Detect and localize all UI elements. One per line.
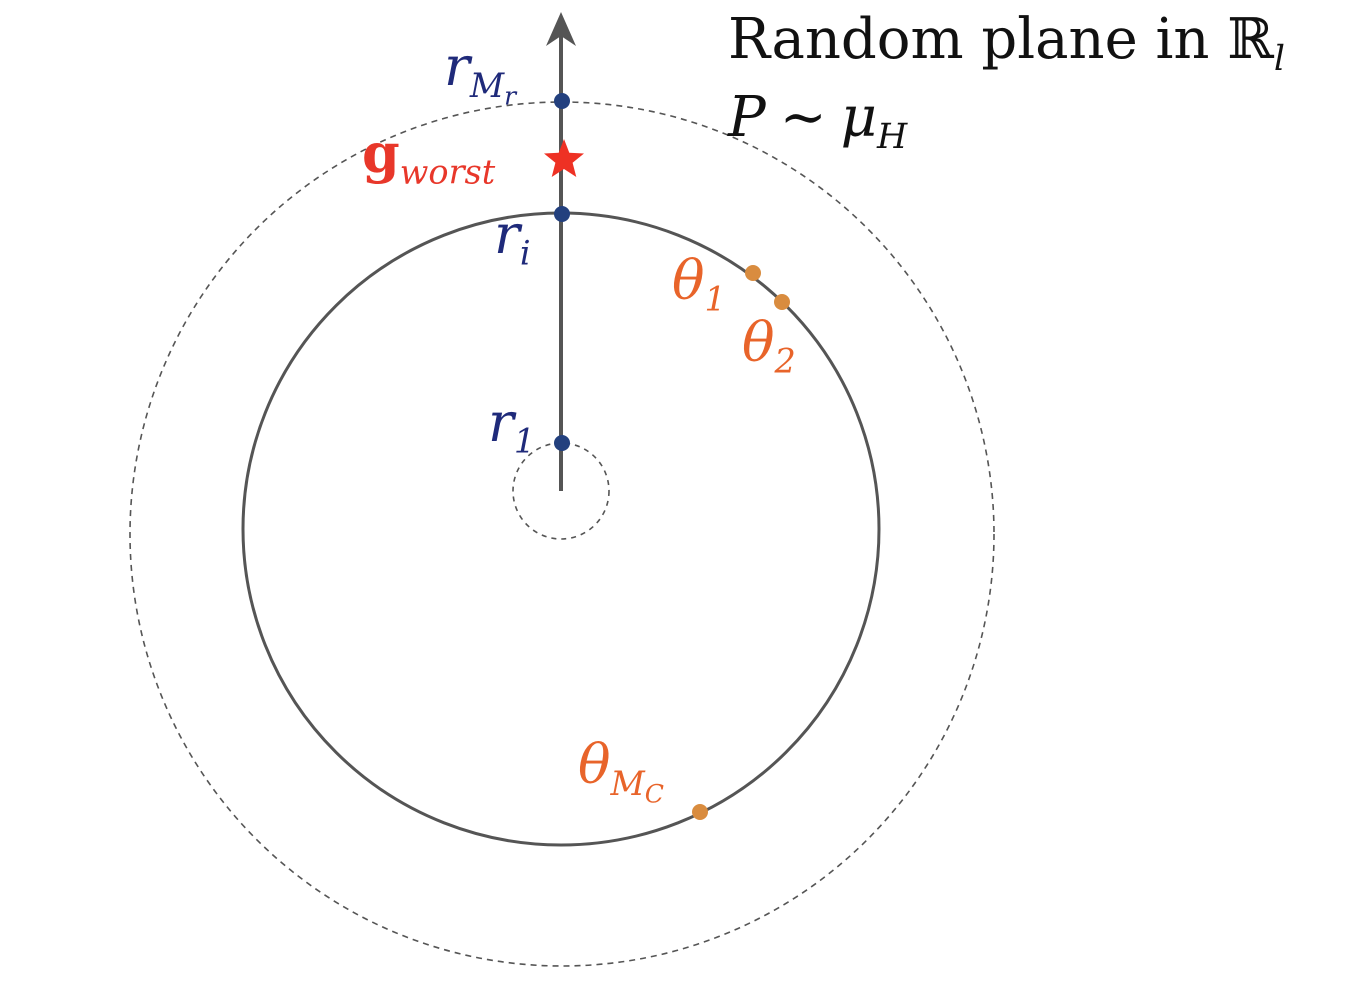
caption-line-2: P ∼ μH	[728, 90, 907, 155]
point-theta-2	[774, 294, 790, 310]
worst-star-icon	[544, 139, 584, 177]
haar-measure: μH	[840, 85, 908, 158]
point-r-max	[554, 93, 570, 109]
caption-line-1: Random plane in ℝl	[728, 12, 1285, 77]
point-r-i	[554, 206, 570, 222]
point-theta-mc	[692, 804, 708, 820]
inner-dashed-circle	[512, 442, 610, 540]
label-theta-1: θ1	[672, 249, 726, 319]
label-g-worst: gworst	[362, 121, 496, 192]
point-theta-1	[745, 265, 761, 281]
label-theta-2: θ2	[742, 311, 796, 381]
label-r-max: rMr	[444, 35, 517, 111]
point-r-1	[554, 435, 570, 451]
distributed-as-symbol: ∼	[779, 85, 827, 150]
real-space-symbol: ℝl	[1227, 7, 1285, 80]
label-r-1: r1	[488, 391, 536, 461]
label-theta-mc: θMC	[578, 733, 665, 809]
label-r-i: ri	[494, 203, 531, 273]
caption-text: Random plane in	[728, 7, 1210, 72]
plane-variable: P	[728, 85, 766, 150]
radial-axis-arrowhead	[546, 12, 576, 46]
